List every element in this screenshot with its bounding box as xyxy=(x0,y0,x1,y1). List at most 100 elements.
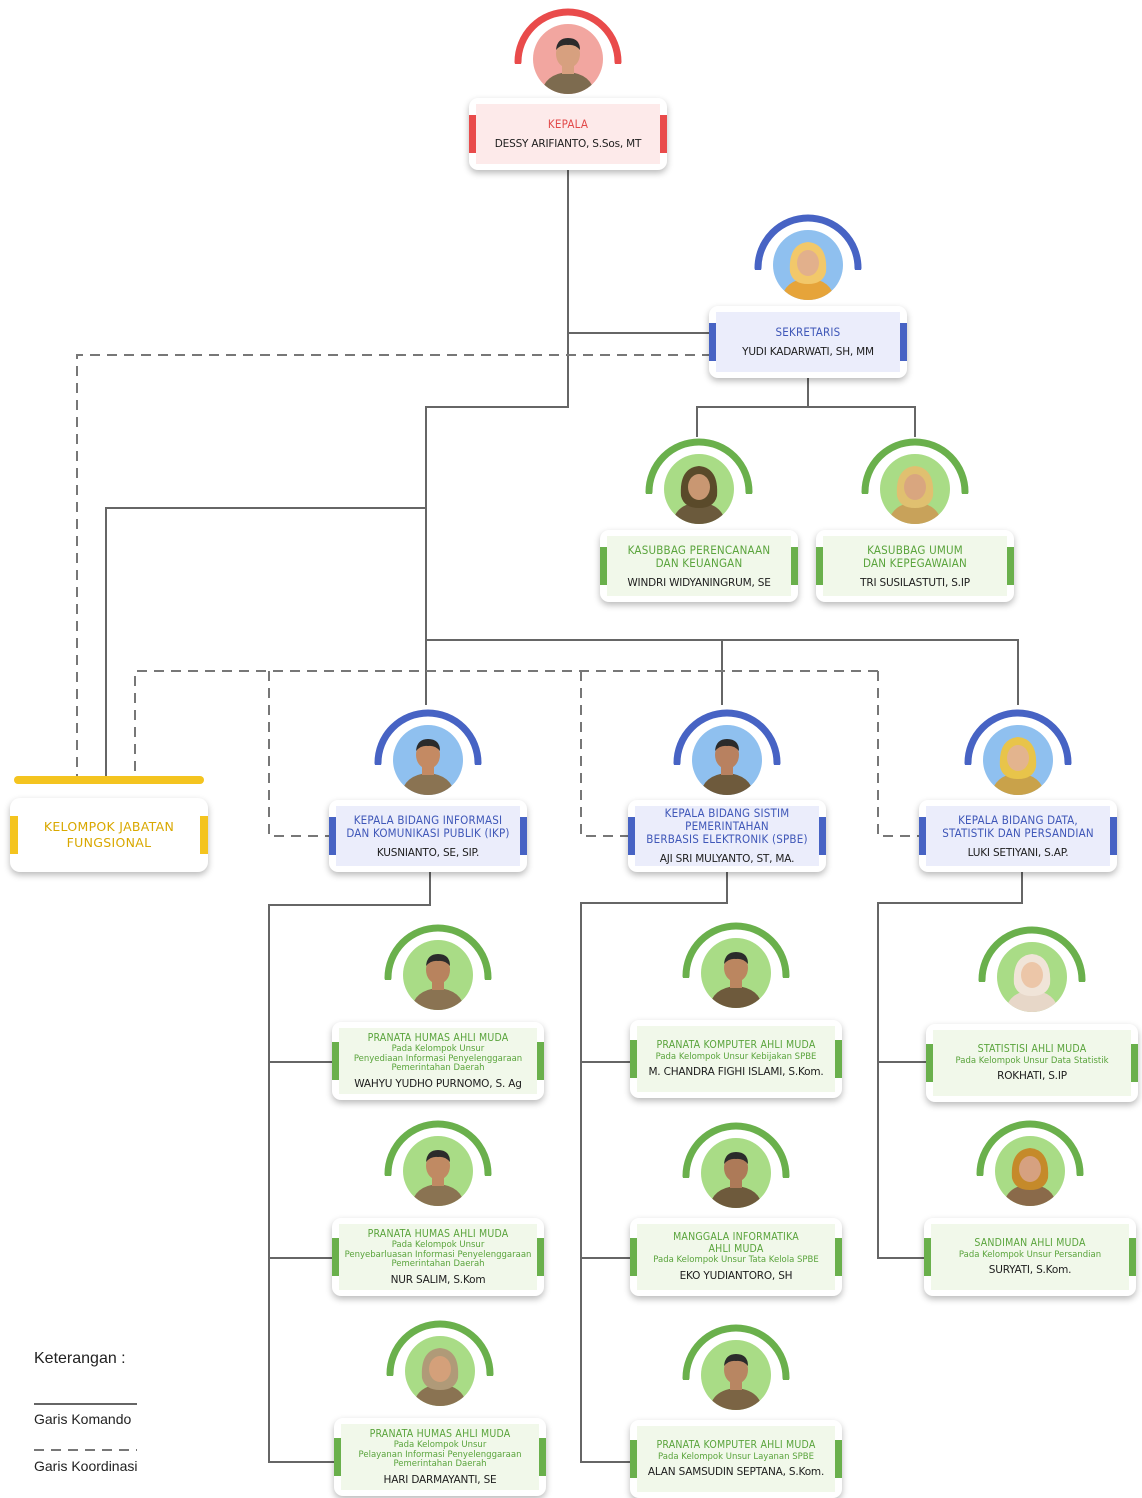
dsp2-subtitle: Pada Kelompok Unsur Persandian xyxy=(958,1249,1102,1260)
spbe2-title: MANGGALA INFORMATIKA AHLI MUDA xyxy=(673,1231,799,1255)
spbe3-subtitle: Pada Kelompok Unsur Layanan SPBE xyxy=(658,1451,814,1462)
ikp1-left-bar xyxy=(332,1042,339,1080)
spbe2-photo xyxy=(701,1138,771,1208)
kelompok-jabatan-fungsional-box: KELOMPOK JABATAN FUNGSIONAL xyxy=(10,798,208,872)
kabid_dsp-right-bar xyxy=(1110,817,1117,855)
kasubbag_uk-left-bar xyxy=(816,547,823,585)
kabid_spbe-photo xyxy=(692,725,762,795)
sekretaris-card-bg xyxy=(716,312,900,372)
kjf-right-bar xyxy=(200,816,208,854)
dsp1-title: STATISTISI AHLI MUDA xyxy=(977,1043,1087,1055)
kjf-label-text: KELOMPOK JABATAN FUNGSIONAL xyxy=(43,819,175,850)
dsp1-subtitle: Pada Kelompok Unsur Data Statistik xyxy=(955,1055,1109,1066)
kjf-left-bar xyxy=(10,816,18,854)
sekretaris-ring xyxy=(754,214,862,270)
kepala-card-bg xyxy=(476,104,660,164)
ikp2-card-bg xyxy=(339,1224,537,1290)
spbe1-right-bar xyxy=(835,1040,842,1078)
sekretaris-card: SEKRETARIS YUDI KADARWATI, SH, MM xyxy=(709,306,907,378)
sekretaris-photo xyxy=(773,230,843,300)
spbe1-ring xyxy=(682,922,790,978)
dsp2-person-name: SURYATI, S.Kom. xyxy=(988,1264,1072,1276)
spbe1-title: PRANATA KOMPUTER AHLI MUDA xyxy=(656,1039,816,1051)
sekretaris-person-name: YUDI KADARWATI, SH, MM xyxy=(742,346,874,358)
kasubbag_pk-card-bg xyxy=(607,536,791,596)
kabid_dsp-card: KEPALA BIDANG DATA, STATISTIK DAN PERSAN… xyxy=(919,800,1117,872)
kepala-title: KEPALA xyxy=(547,117,589,131)
sekretaris-title: SEKRETARIS xyxy=(775,325,841,339)
legend-title: Keterangan : xyxy=(34,1350,126,1367)
ikp1-ring xyxy=(384,924,492,980)
sekretaris-text: SEKRETARIS YUDI KADARWATI, SH, MM xyxy=(719,306,897,378)
kabid_ikp-title: KEPALA BIDANG INFORMASI DAN KOMUNIKASI P… xyxy=(346,812,510,840)
kabid_ikp-person-name: KUSNIANTO, SE, SIP. xyxy=(376,846,480,859)
ikp2-right-bar xyxy=(537,1238,544,1276)
kabid_dsp-card-bg xyxy=(926,806,1110,866)
kasubbag_uk-card-bg xyxy=(823,536,1007,596)
spbe2-person-name: EKO YUDIANTORO, SH xyxy=(679,1269,793,1282)
spbe2-card-bg xyxy=(637,1224,835,1290)
kabid_spbe-card-bg xyxy=(635,806,819,866)
ikp3-ring xyxy=(386,1320,494,1376)
kepala-right-bar xyxy=(660,115,667,153)
ikp2-ring xyxy=(384,1120,492,1176)
spbe2-right-bar xyxy=(835,1238,842,1276)
ikp1-photo xyxy=(403,940,473,1010)
dsp1-left-bar xyxy=(926,1044,933,1082)
spbe3-person-name: ALAN SAMSUDIN SEPTANA, S.Kom. xyxy=(647,1466,825,1478)
dsp2-right-bar xyxy=(1129,1238,1136,1276)
sekretaris-right-bar xyxy=(900,323,907,361)
dsp1-person-name: ROKHATI, S.IP xyxy=(997,1070,1067,1082)
kasubbag_uk-ring xyxy=(861,438,969,494)
dsp2-card-bg xyxy=(931,1224,1129,1290)
ikp3-left-bar xyxy=(334,1438,341,1476)
ikp2-photo xyxy=(403,1136,473,1206)
kabid_ikp-right-bar xyxy=(520,817,527,855)
kasubbag_pk-photo xyxy=(664,454,734,524)
spbe3-card-bg xyxy=(637,1426,835,1492)
spbe2-left-bar xyxy=(630,1238,637,1276)
kabid_dsp-left-bar xyxy=(919,817,926,855)
kabid_ikp-text: KEPALA BIDANG INFORMASI DAN KOMUNIKASI P… xyxy=(339,800,517,872)
kasubbag_uk-right-bar xyxy=(1007,547,1014,585)
kabid_spbe-left-bar xyxy=(628,817,635,855)
kabid_spbe-person-name: AJI SRI MULYANTO, ST, MA. xyxy=(659,853,795,865)
kjf-label: KELOMPOK JABATAN FUNGSIONAL xyxy=(22,798,196,872)
kjf-top-bar xyxy=(14,776,204,784)
spbe3-right-bar xyxy=(835,1440,842,1478)
ikp2-title: PRANATA HUMAS AHLI MUDA xyxy=(367,1227,509,1240)
spbe1-subtitle: Pada Kelompok Unsur Kebijakan SPBE xyxy=(655,1051,817,1062)
dsp2-title: SANDIMAN AHLI MUDA xyxy=(974,1237,1086,1249)
ikp2-subtitle: Pada Kelompok Unsur Penyebarluasan Infor… xyxy=(344,1240,532,1269)
kabid_ikp-card: KEPALA BIDANG INFORMASI DAN KOMUNIKASI P… xyxy=(329,800,527,872)
sekretaris-left-bar xyxy=(709,323,716,361)
kepala-left-bar xyxy=(469,115,476,153)
spbe2-ring xyxy=(682,1122,790,1178)
kasubbag_pk-right-bar xyxy=(791,547,798,585)
kasubbag_pk-title: KASUBBAG PERENCANAAN DAN KEUANGAN xyxy=(627,542,771,570)
kabid_spbe-title: KEPALA BIDANG SISTIM PEMERINTAHAN BERBAS… xyxy=(646,806,808,846)
ikp1-person-name: WAHYU YUDHO PURNOMO, S. Ag xyxy=(354,1077,522,1090)
ikp2-person-name: NUR SALIM, S.Kom xyxy=(390,1273,486,1286)
legend-dashed-label: Garis Koordinasi xyxy=(34,1458,138,1474)
kasubbag_uk-photo xyxy=(880,454,950,524)
dsp2-photo xyxy=(995,1136,1065,1206)
